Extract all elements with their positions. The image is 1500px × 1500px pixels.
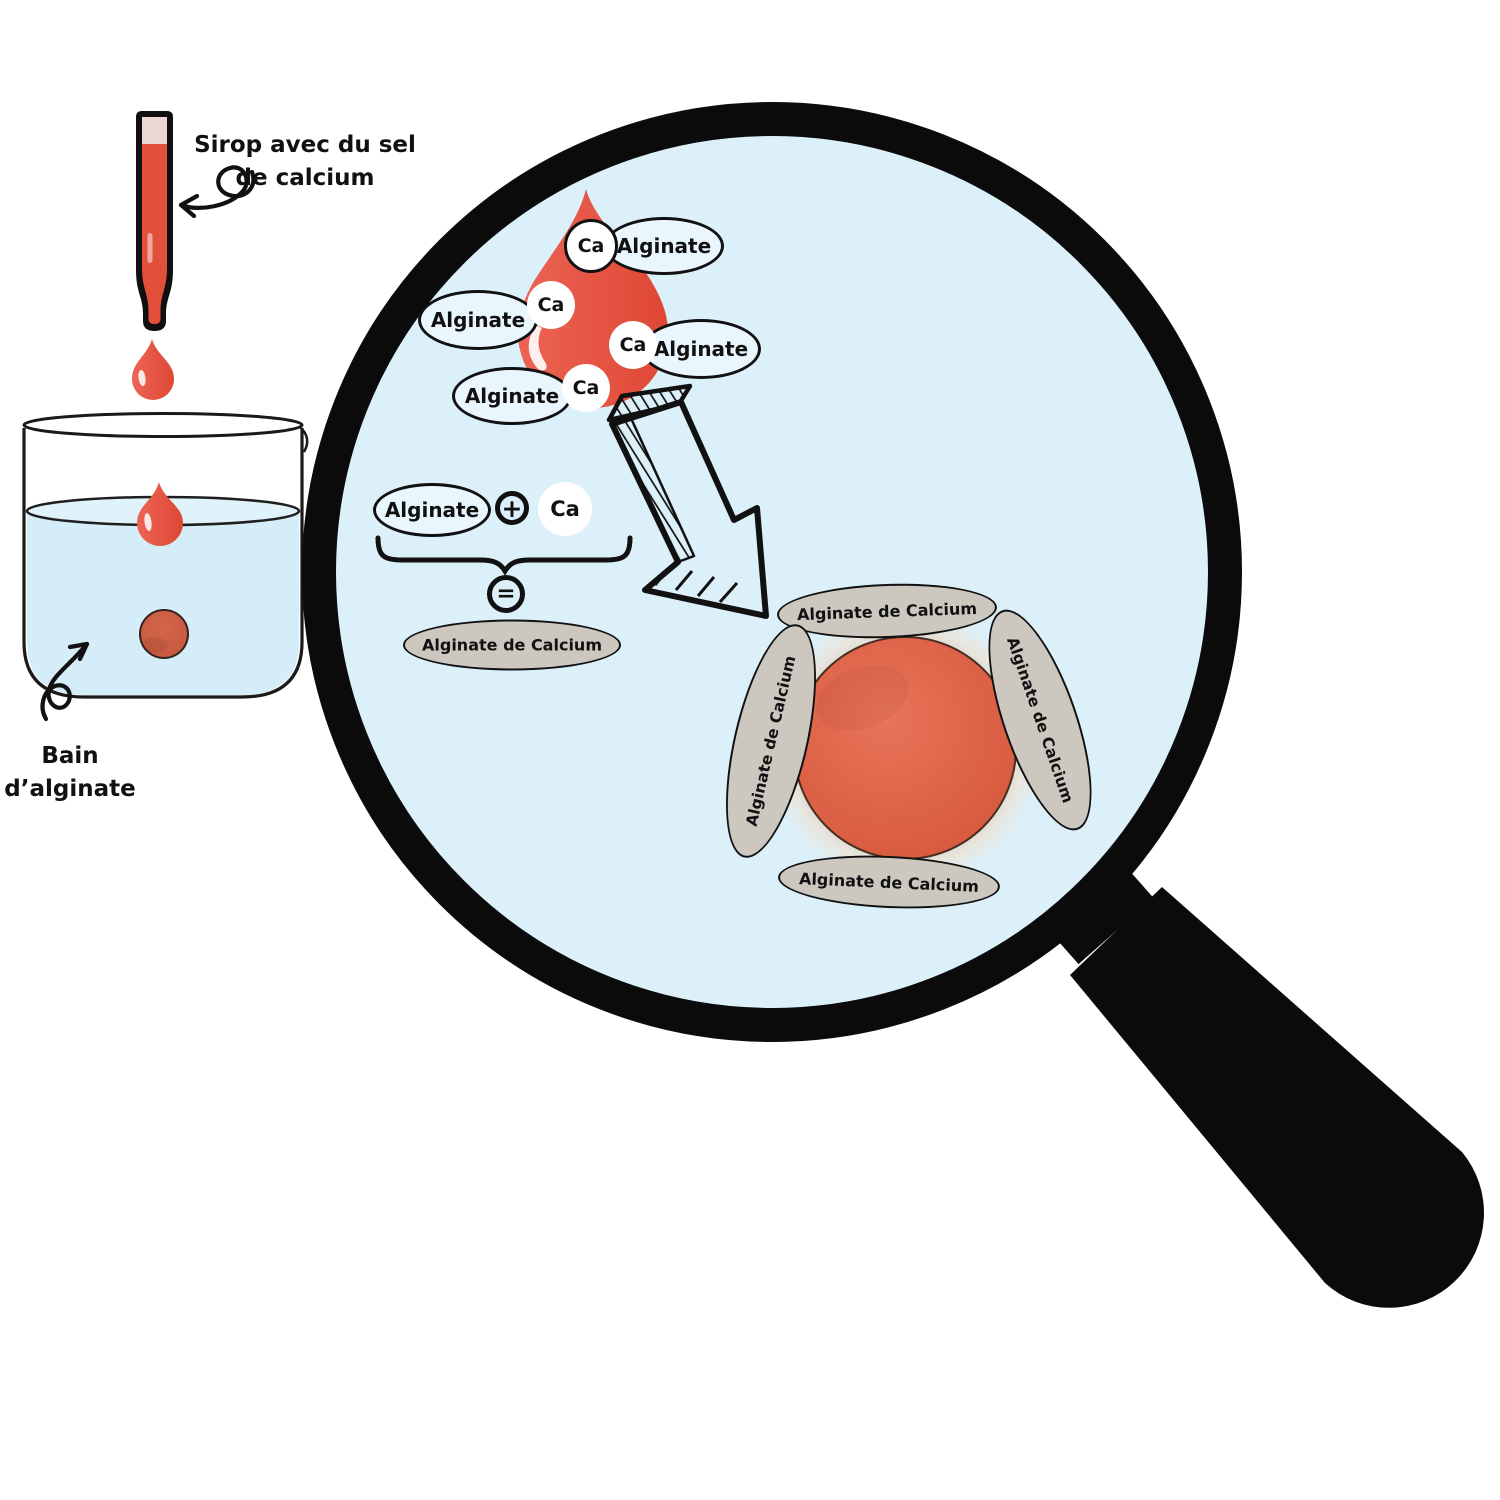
bead-shadow	[142, 637, 168, 653]
magnifier-lens	[302, 102, 1242, 1042]
bead-in-bath	[139, 609, 189, 659]
pipette-air-gap	[142, 117, 167, 144]
pipette-icon	[136, 111, 173, 331]
bath-caption: Bain d’alginate	[4, 740, 135, 806]
equation-product-oval: Alginate de Calcium	[403, 619, 621, 671]
curly-arrow-beaker	[40, 641, 90, 722]
beaker-spout	[299, 426, 309, 453]
beaker-rim	[22, 412, 304, 438]
magnifier-handle	[1070, 887, 1484, 1308]
dropper-caption-line2: de calcium	[235, 165, 375, 191]
ca-ion-bottom: Ca	[562, 364, 610, 412]
equation-ca-ion: Ca	[538, 482, 592, 536]
beaker-icon	[22, 412, 309, 699]
bead-core	[793, 636, 1017, 860]
brace	[375, 535, 633, 576]
pipette-liquid	[142, 117, 167, 324]
bath-caption-line1: Bain	[41, 743, 99, 769]
beaker-wall	[22, 428, 304, 699]
falling-drop-1	[132, 339, 174, 400]
alginate-oval-right: Alginate	[641, 319, 761, 379]
hand-drawn-arrow	[606, 383, 769, 619]
pipette-highlight	[147, 233, 153, 263]
ca-ion-left: Ca	[527, 281, 575, 329]
bath-caption-line2: d’alginate	[4, 776, 136, 802]
equals-icon: =	[487, 575, 525, 613]
drop-highlight	[528, 325, 547, 371]
dropper-caption-line1: Sirop avec du sel	[194, 132, 416, 158]
plus-icon: +	[495, 491, 529, 525]
alginate-oval-top: Alginate	[604, 217, 724, 275]
ca-ion-top: Ca	[564, 219, 618, 273]
equation-alginate-oval: Alginate	[373, 483, 491, 537]
alginate-oval-left: Alginate	[418, 290, 538, 350]
beaker-water	[27, 511, 299, 695]
bead-zoom	[763, 606, 1047, 890]
alginate-oval-bottom: Alginate	[452, 367, 572, 425]
curly-arrow-dropper	[178, 165, 256, 219]
dropper-caption: Sirop avec du sel de calcium	[194, 129, 416, 195]
falling-drop-2	[137, 482, 183, 546]
ca-ion-right: Ca	[609, 321, 657, 369]
bead-shading	[815, 665, 909, 731]
